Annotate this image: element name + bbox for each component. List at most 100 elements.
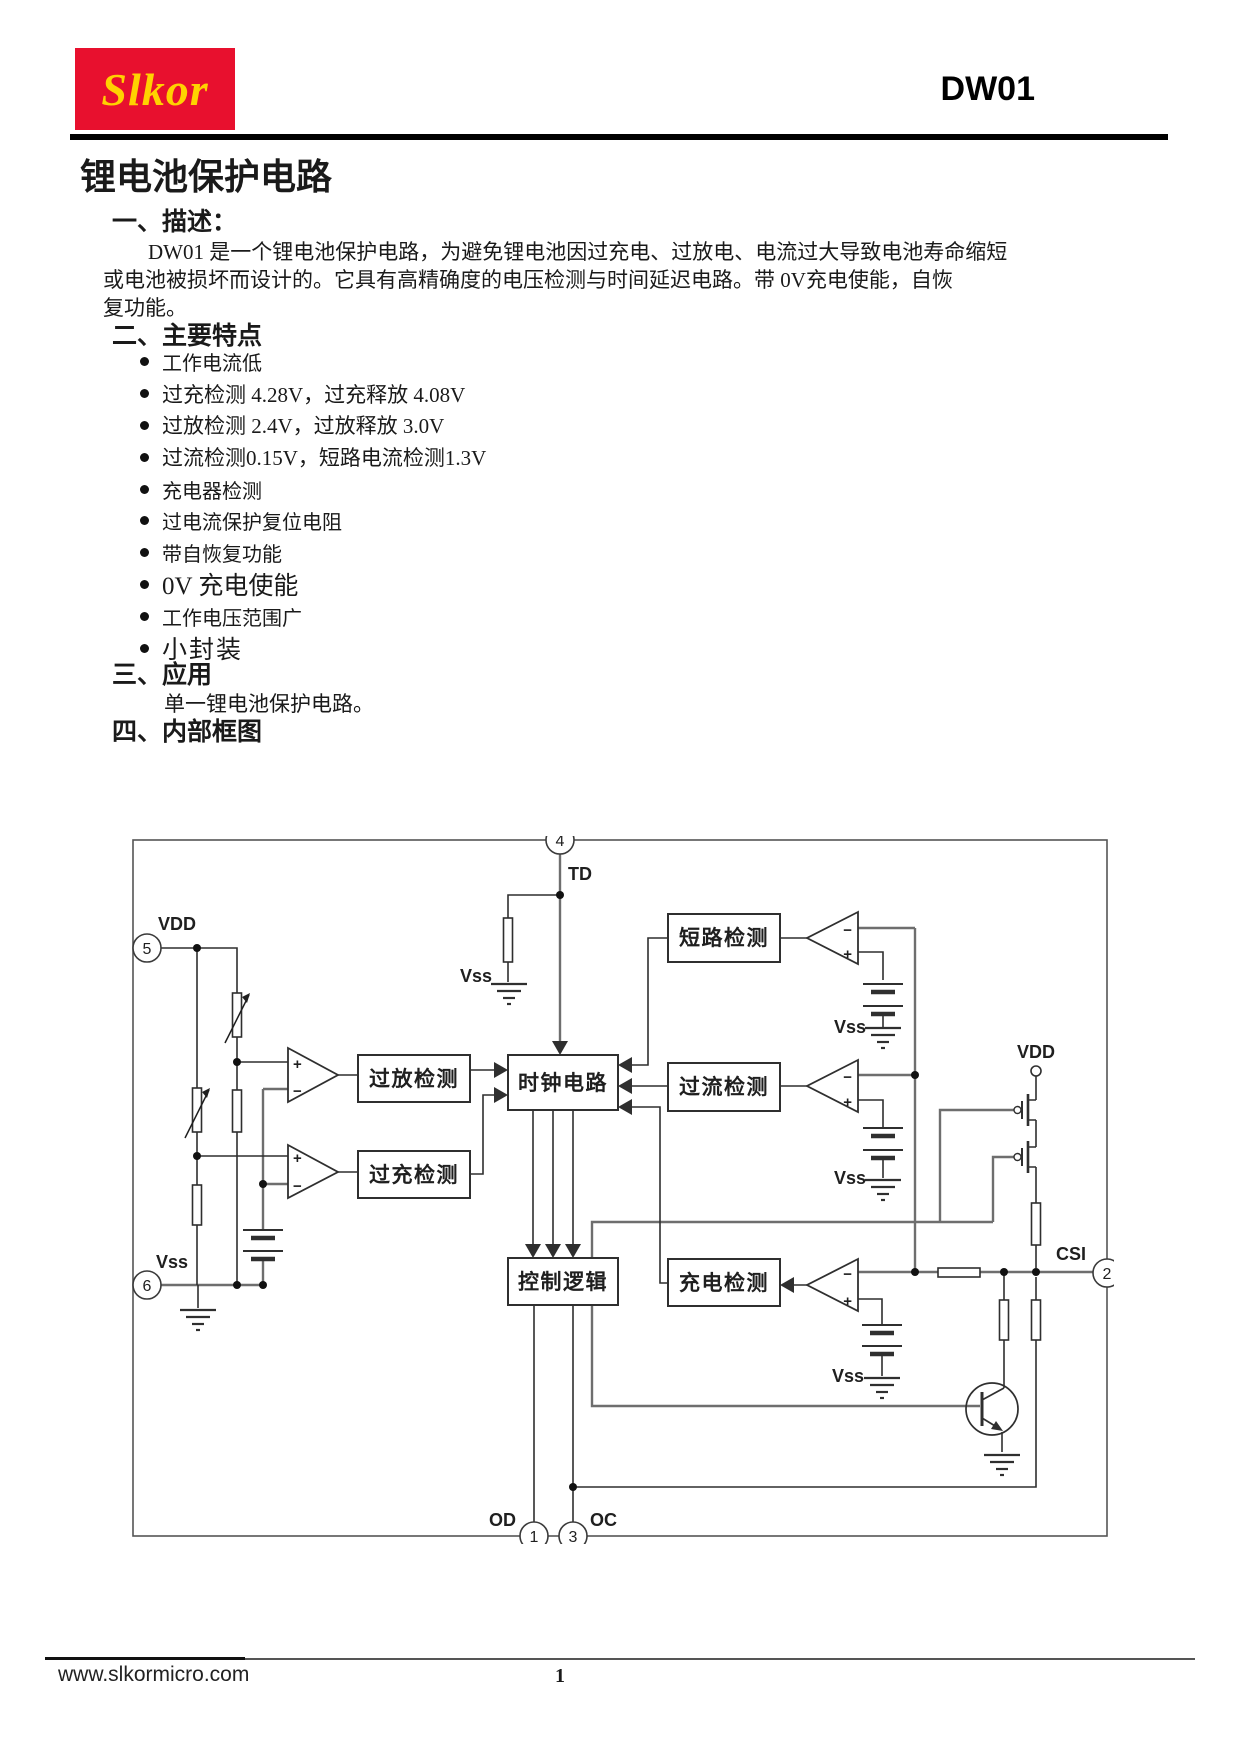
net-label-csi: CSI bbox=[1056, 1244, 1086, 1264]
plus-sign: + bbox=[843, 946, 852, 963]
comparator-signs: + − + − − + − + − + bbox=[293, 922, 852, 1310]
feature-item: 带自恢复功能 bbox=[140, 537, 486, 569]
ground-icon bbox=[180, 1308, 216, 1332]
comparators bbox=[287, 910, 859, 1313]
header-rule bbox=[70, 134, 1168, 140]
pin-number: 6 bbox=[143, 1278, 152, 1295]
pin-number: 1 bbox=[530, 1529, 539, 1544]
brand-logo: Slkor bbox=[75, 48, 235, 130]
comparator-overcharge bbox=[287, 1143, 340, 1200]
npn-transistor bbox=[965, 1382, 1019, 1452]
net-label-oc: OC bbox=[590, 1510, 617, 1530]
description-line-1: DW01 是一个锂电池保护电路，为避免锂电池因过充电、过放电、电流过大导致电池寿… bbox=[148, 240, 1008, 264]
feature-item: 过充检测 4.28V，过充释放 4.08V bbox=[140, 378, 486, 410]
function-blocks: 短路检测 过流检测 充电检测 过放检测 过充检测 时钟电路 bbox=[357, 913, 781, 1307]
block-label: 过放检测 bbox=[369, 1067, 459, 1091]
plus-sign: + bbox=[843, 1293, 852, 1310]
feature-item: 0V 充电使能 bbox=[140, 569, 486, 600]
feature-list: 工作电流低 过充检测 4.28V，过充释放 4.08V 过放检测 2.4V，过放… bbox=[140, 346, 486, 664]
arrowheads bbox=[494, 1041, 794, 1293]
net-label-vss: Vss bbox=[832, 1366, 864, 1386]
section-heading-description: 一、描述： bbox=[112, 209, 238, 236]
brand-logo-text: Slkor bbox=[101, 63, 209, 115]
net-label-od: OD bbox=[489, 1510, 516, 1530]
pins: 4 5 6 2 1 3 bbox=[132, 836, 1114, 1544]
feature-item: 工作电压范围广 bbox=[140, 600, 486, 632]
plus-sign: + bbox=[843, 1094, 852, 1111]
variable-resistor-arrows bbox=[184, 993, 250, 1139]
battery-ref-left bbox=[243, 1229, 283, 1262]
pmos-transistors bbox=[1013, 1065, 1042, 1173]
pmos-2 bbox=[1013, 1141, 1036, 1173]
footer-rule bbox=[45, 1658, 1195, 1660]
feature-item: 充电器检测 bbox=[140, 473, 486, 505]
resistors bbox=[191, 917, 1042, 1341]
feature-item: 小封装 bbox=[140, 632, 486, 664]
plus-sign: + bbox=[293, 1150, 302, 1167]
feature-item: 过放检测 2.4V，过放释放 3.0V bbox=[140, 410, 486, 442]
battery-ref-2 bbox=[863, 1127, 903, 1161]
junction-dots bbox=[193, 891, 1040, 1491]
page-number: 1 bbox=[555, 1665, 565, 1687]
pin-number: 3 bbox=[569, 1529, 578, 1544]
comparator-overcurrent bbox=[805, 1058, 859, 1114]
section-heading-block-diagram: 四、内部框图 bbox=[112, 719, 263, 746]
pin-3-oc: 3 bbox=[558, 1521, 588, 1544]
block-short-circuit-detect: 短路检测 bbox=[667, 913, 781, 963]
pin-2-csi: 2 bbox=[1092, 1258, 1114, 1288]
block-clock-circuit: 时钟电路 bbox=[507, 1054, 619, 1111]
feature-item: 工作电流低 bbox=[140, 346, 486, 378]
block-label: 充电检测 bbox=[679, 1271, 769, 1295]
block-control-logic: 控制逻辑 bbox=[507, 1257, 619, 1306]
block-label: 控制逻辑 bbox=[518, 1270, 608, 1294]
net-label-vss: Vss bbox=[834, 1168, 866, 1188]
ground-icon bbox=[491, 982, 527, 1006]
pin-6-vss: 6 bbox=[132, 1270, 162, 1300]
vdd-terminal bbox=[1030, 1065, 1042, 1077]
comparator-overdischarge bbox=[287, 1046, 340, 1104]
ground-symbols bbox=[180, 982, 1020, 1477]
pmos-1 bbox=[1013, 1094, 1036, 1126]
minus-sign: − bbox=[843, 1069, 852, 1086]
description-line-2: 或电池被损坏而设计的。它具有高精确度的电压检测与时间延迟电路。带 0V充电使能，… bbox=[103, 268, 953, 292]
net-labels: TD VDD Vss Vss Vss Vss Vss VDD CSI OD OC bbox=[156, 864, 1086, 1530]
minus-sign: − bbox=[293, 1083, 302, 1100]
pin-number: 2 bbox=[1103, 1266, 1112, 1283]
pin-4-td: 4 bbox=[545, 836, 575, 855]
feature-item: 过电流保护复位电阻 bbox=[140, 505, 486, 537]
plus-sign: + bbox=[293, 1056, 302, 1073]
pin-1-od: 1 bbox=[519, 1521, 549, 1544]
block-charge-detect: 充电检测 bbox=[667, 1258, 781, 1307]
application-text: 单一锂电池保护电路。 bbox=[164, 692, 374, 716]
battery-ref-1 bbox=[863, 983, 903, 1017]
block-label: 过充检测 bbox=[369, 1163, 459, 1187]
block-overcharge-detect: 过充检测 bbox=[357, 1150, 471, 1199]
block-label: 过流检测 bbox=[679, 1075, 769, 1099]
ground-icon bbox=[865, 1026, 901, 1050]
diagram-frame bbox=[132, 839, 1108, 1537]
signal-rails bbox=[161, 854, 1093, 1408]
comparator-short-circuit bbox=[805, 910, 859, 966]
part-number: DW01 bbox=[940, 70, 1035, 108]
net-label-vdd: VDD bbox=[1017, 1042, 1055, 1062]
net-label-vss: Vss bbox=[460, 966, 492, 986]
net-label-vss: Vss bbox=[156, 1252, 188, 1272]
net-label-vss: Vss bbox=[834, 1017, 866, 1037]
comparator-charge bbox=[805, 1257, 859, 1313]
wires bbox=[161, 894, 1037, 1522]
battery-symbols bbox=[243, 983, 903, 1357]
pin-number: 4 bbox=[556, 836, 565, 850]
ground-icon bbox=[984, 1453, 1020, 1477]
feature-item: 过流检测0.15V，短路电流检测1.3V bbox=[140, 441, 486, 473]
footer-website: www.slkormicro.com bbox=[58, 1663, 250, 1686]
block-overdischarge-detect: 过放检测 bbox=[357, 1054, 471, 1103]
footer-rule-accent bbox=[45, 1657, 245, 1660]
net-label-td: TD bbox=[568, 864, 592, 884]
ground-icon bbox=[864, 1376, 900, 1400]
pin-number: 5 bbox=[143, 941, 152, 958]
net-label-vdd: VDD bbox=[158, 914, 196, 934]
minus-sign: − bbox=[843, 1266, 852, 1283]
section-heading-application: 三、应用 bbox=[112, 662, 213, 689]
minus-sign: − bbox=[293, 1178, 302, 1195]
